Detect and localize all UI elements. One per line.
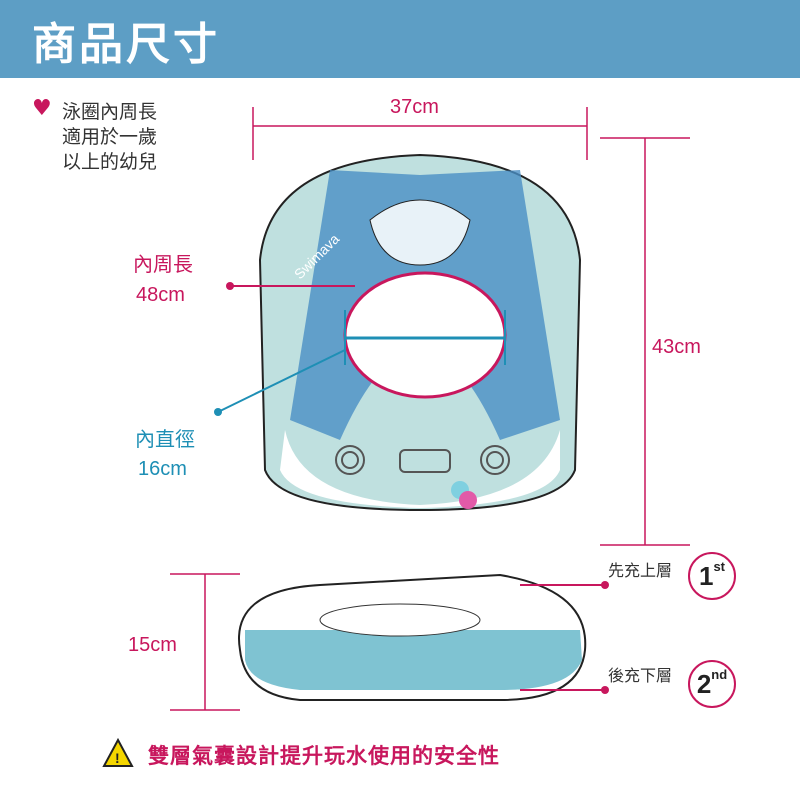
dimension-lines bbox=[170, 107, 690, 711]
inflate-first-label: 先充上層 bbox=[608, 561, 673, 580]
warning-icon: ! bbox=[102, 737, 134, 767]
depth-dimension: 15cm bbox=[128, 634, 177, 656]
svg-text:!: ! bbox=[115, 750, 120, 766]
inner-circumference-label: 內周長 bbox=[133, 252, 193, 276]
note-line: 泳圈內周長 bbox=[62, 101, 158, 123]
page-title: 商品尺寸 bbox=[32, 19, 220, 70]
inner-diameter-label: 內直徑 bbox=[135, 427, 195, 451]
heart-icon: ♥ bbox=[32, 96, 52, 121]
header-banner: 商品尺寸 bbox=[0, 0, 800, 78]
height-dimension: 43cm bbox=[652, 336, 701, 358]
inner-diameter-value: 16cm bbox=[138, 458, 187, 480]
width-dimension: 37cm bbox=[390, 96, 439, 118]
note-line: 以上的幼兒 bbox=[62, 151, 158, 173]
safety-warning: 雙層氣囊設計提升玩水使用的安全性 bbox=[148, 744, 500, 768]
inner-circumference-value: 48cm bbox=[136, 284, 185, 306]
inflate-second-label: 後充下層 bbox=[608, 666, 673, 685]
note-line: 適用於一歲 bbox=[62, 126, 158, 148]
age-note: 泳圈內周長 適用於一歲 以上的幼兒 bbox=[62, 100, 202, 175]
step-1-badge: 1st bbox=[688, 552, 736, 600]
step-2-badge: 2nd bbox=[688, 660, 736, 708]
